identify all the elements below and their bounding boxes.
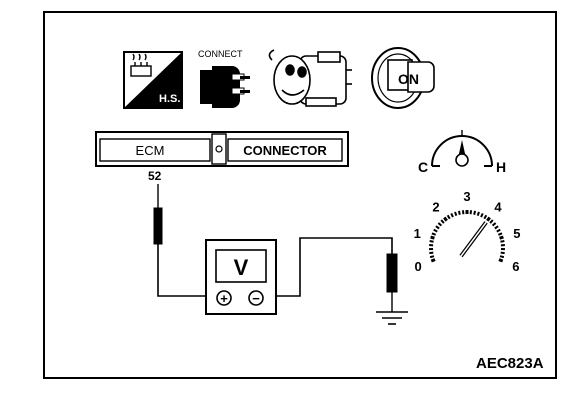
tachometer-label: 5 [513, 226, 520, 241]
tachometer-tick [486, 216, 491, 222]
connect-label: CONNECT [198, 49, 243, 59]
tachometer-tick [446, 214, 451, 220]
tachometer-label: 6 [512, 259, 519, 274]
tachometer-needle-highlight [460, 221, 487, 257]
tachometer-tick [496, 228, 501, 233]
ecm-label: ECM [136, 143, 165, 158]
pin-number-label: 52 [148, 169, 162, 183]
tachometer-tick [480, 212, 484, 218]
tachometer-tick [483, 214, 488, 220]
ignition-on-label: ON [398, 71, 419, 87]
tachometer-tick [437, 222, 443, 227]
tachometer-tick [476, 211, 480, 217]
tachometer-tick [454, 211, 458, 217]
tachometer-tick [498, 258, 504, 263]
tachometer-tick [500, 251, 505, 255]
tachometer-tick [435, 225, 440, 230]
tachometer: 0 12 3 45 6 [414, 189, 521, 274]
temperature-gauge: C H [418, 130, 506, 175]
probe-lead [153, 184, 212, 297]
tachometer-tick [429, 255, 435, 259]
tachometer-tick [489, 219, 494, 224]
tachometer-tick [429, 251, 434, 255]
tachometer-tick [433, 228, 438, 233]
hot-engine-icon: H.S. [123, 51, 183, 109]
tachometer-tick [430, 235, 435, 240]
tachometer-label: 1 [414, 226, 421, 241]
voltmeter: V + − [205, 239, 277, 315]
tachometer-label: 3 [463, 189, 470, 204]
tachometer-tick [473, 210, 477, 215]
ecm-connector: ECM CONNECTOR [95, 131, 349, 167]
tachometer-tick [497, 232, 503, 236]
tachometer-tick [450, 212, 454, 218]
hot-label: H [496, 159, 506, 175]
tachometer-tick [499, 235, 504, 240]
diagram-frame [43, 11, 557, 379]
tachometer-tick [491, 222, 497, 227]
engine-icon [268, 49, 352, 107]
ground-icon [376, 311, 408, 325]
tachometer-label: 2 [432, 199, 439, 214]
cold-label: C [418, 159, 428, 175]
figure-code: AEC823A [476, 355, 544, 372]
ground-lead [272, 237, 398, 312]
tachometer-tick [430, 258, 436, 263]
hot-engine-label: H.S. [159, 93, 180, 105]
voltmeter-symbol: V [234, 255, 249, 280]
connector-icon: CONNECT [198, 49, 250, 108]
ignition-key-icon: ON [371, 47, 435, 109]
tachometer-label: 4 [494, 199, 502, 214]
tachometer-tick [429, 240, 434, 243]
minus-terminal-label: − [252, 291, 260, 306]
tachometer-tick [457, 210, 461, 215]
tachometer-tick [500, 240, 505, 243]
tachometer-tick [494, 225, 499, 230]
tachometer-label: 0 [415, 259, 422, 274]
plus-terminal-label: + [220, 291, 228, 306]
tachometer-tick [440, 219, 445, 224]
connector-label: CONNECTOR [243, 143, 327, 158]
tachometer-tick [499, 255, 505, 259]
tachometer-tick [431, 232, 437, 236]
tachometer-tick [443, 216, 448, 222]
